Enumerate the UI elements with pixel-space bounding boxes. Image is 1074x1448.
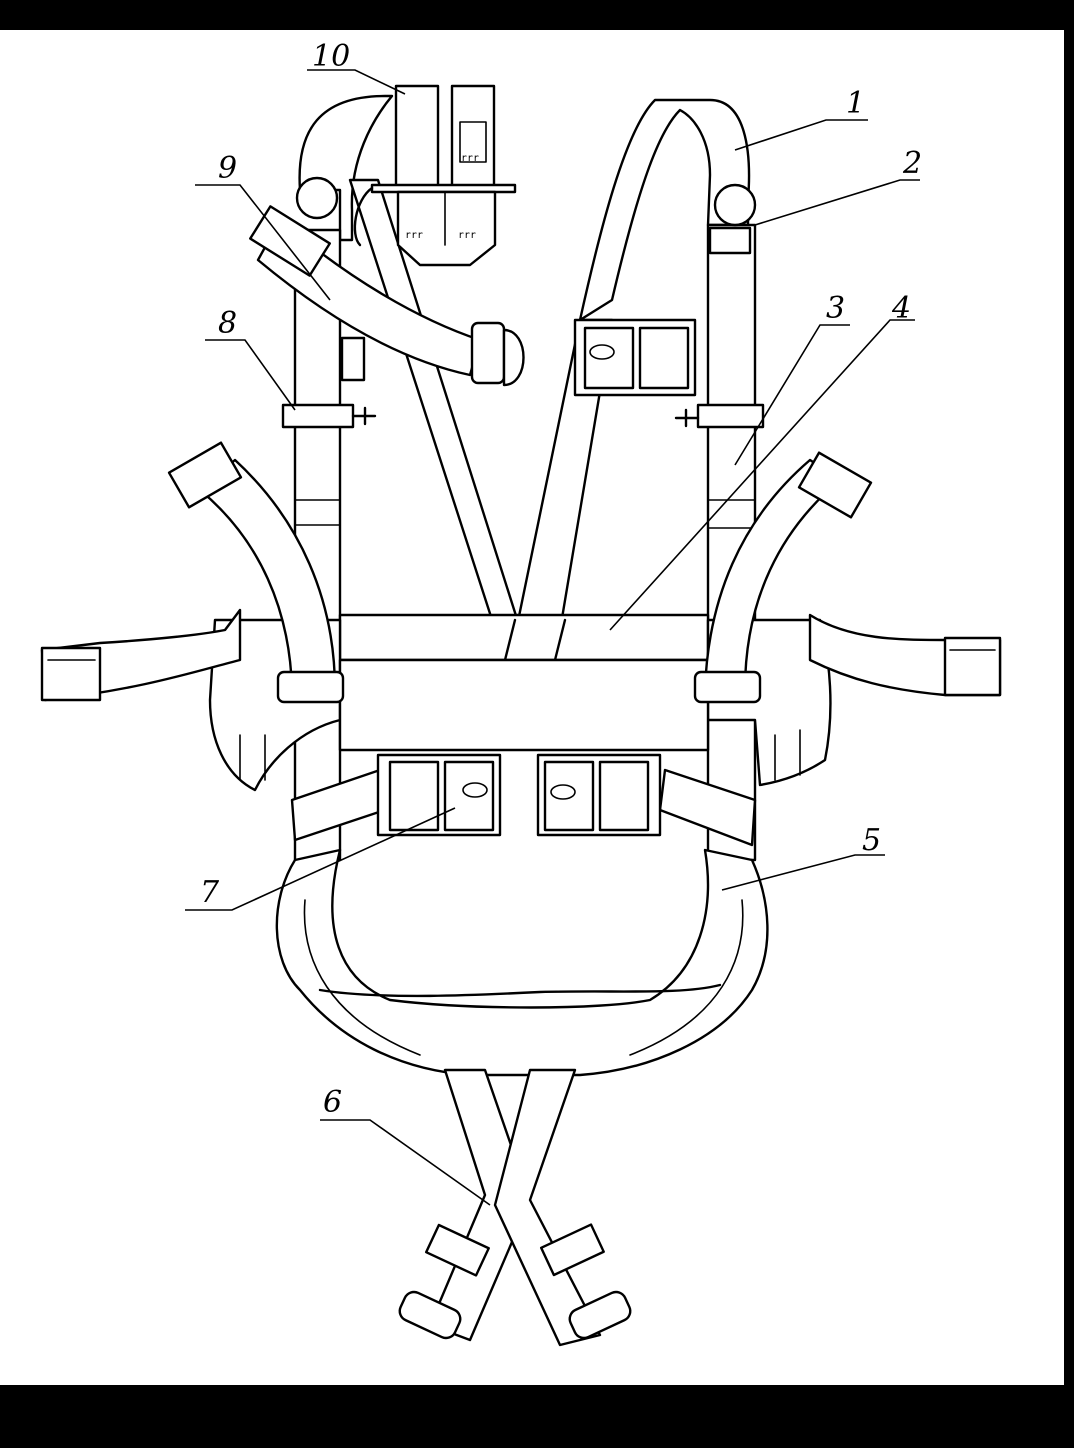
- callout-9: 9: [218, 151, 237, 186]
- callout-3: 3: [826, 291, 845, 326]
- callout-6: 6: [323, 1085, 342, 1120]
- svg-text:rrr: rrr: [461, 153, 479, 164]
- left-curved-strap: [167, 441, 345, 704]
- leg-straps: [398, 1068, 632, 1347]
- adjuster-clips: [281, 403, 765, 429]
- callout-2: 2: [902, 146, 922, 181]
- svg-text:rrr: rrr: [458, 230, 476, 241]
- callout-5: 5: [862, 823, 881, 858]
- angled-strap-d-ring: [249, 205, 525, 387]
- chest-buckle: [573, 318, 697, 397]
- svg-text:rrr: rrr: [405, 230, 423, 241]
- callout-leaders: [185, 69, 920, 1206]
- callout-8: 8: [218, 306, 237, 341]
- callout-1: 1: [846, 86, 865, 121]
- top-pouch: rrr rrr rrr: [353, 84, 517, 267]
- right-curved-strap: [693, 451, 873, 704]
- seat-strap: [275, 848, 769, 1077]
- left-side-tab: [40, 608, 242, 702]
- callout-labels: 1 2 3 4 5 6 7 8 9 10: [200, 39, 922, 1120]
- front-buckles: [376, 753, 662, 837]
- callout-10: 10: [312, 39, 350, 74]
- right-side-tab: [808, 613, 1002, 697]
- horizontal-back-strap: [338, 613, 710, 662]
- callout-4: 4: [891, 291, 911, 326]
- callout-7: 7: [200, 875, 220, 910]
